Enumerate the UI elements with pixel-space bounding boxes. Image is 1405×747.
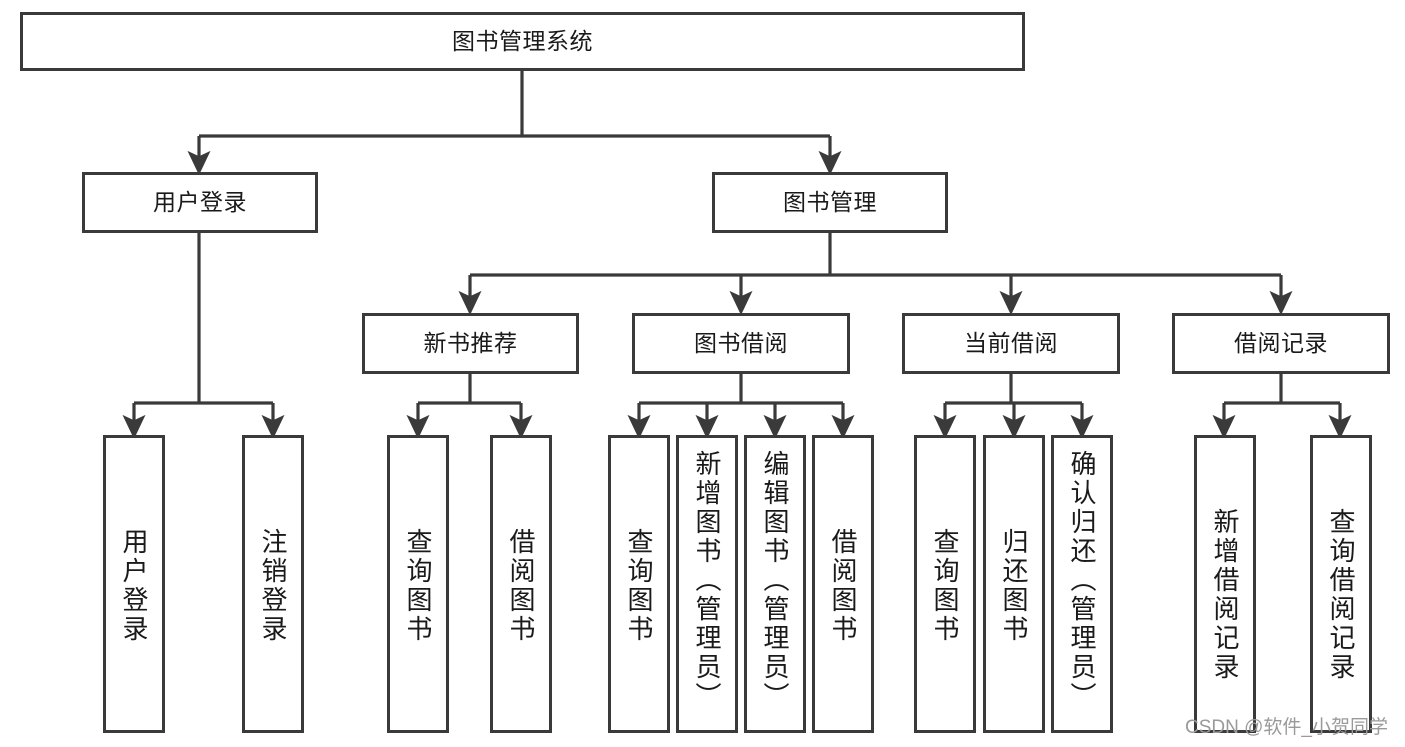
node-label: 归还图书 <box>999 528 1029 644</box>
node-label: 新增借阅记录 <box>1210 508 1240 682</box>
leaf-current-borrow-2[interactable]: 确认归还（管理员） <box>1051 435 1113 733</box>
node-label: 编辑图书（管理员） <box>760 450 790 711</box>
node-label: 确认归还（管理员） <box>1067 450 1097 711</box>
leaf-borrow-record-0[interactable]: 新增借阅记录 <box>1194 435 1256 733</box>
node-label: 注销登录 <box>258 528 288 644</box>
node-label: 用户登录 <box>153 188 247 215</box>
leaf-current-borrow-1[interactable]: 归还图书 <box>983 435 1045 733</box>
leaf-new-book-recommend-1[interactable]: 借阅图书 <box>490 435 552 733</box>
csdn-watermark: CSDN @软件_小贺同学 <box>1185 717 1388 738</box>
node-label: 新增图书（管理员） <box>692 450 722 711</box>
node-label: 当前借阅 <box>964 329 1058 356</box>
node-label: 查询借阅记录 <box>1326 508 1356 682</box>
node-label: 图书借阅 <box>694 329 788 356</box>
node-label: 图书管理 <box>783 188 877 215</box>
node-label: 用户登录 <box>119 528 149 644</box>
node-label: 借阅记录 <box>1234 329 1328 356</box>
node-root-system[interactable]: 图书管理系统 <box>20 12 1025 71</box>
node-label: 借阅图书 <box>506 528 536 644</box>
node-label: 新书推荐 <box>423 329 518 356</box>
leaf-current-borrow-0[interactable]: 查询图书 <box>914 435 976 733</box>
node-borrow-record[interactable]: 借阅记录 <box>1172 313 1390 374</box>
leaf-new-book-recommend-0[interactable]: 查询图书 <box>387 435 449 733</box>
leaf-user-login-1[interactable]: 注销登录 <box>242 435 304 733</box>
node-label: 借阅图书 <box>828 528 858 644</box>
node-label: 查询图书 <box>624 528 654 644</box>
node-label: 查询图书 <box>403 528 433 644</box>
node-label: 查询图书 <box>930 528 960 644</box>
node-current-borrow[interactable]: 当前借阅 <box>902 313 1120 374</box>
leaf-borrow-record-1[interactable]: 查询借阅记录 <box>1310 435 1372 733</box>
leaf-book-borrow-1[interactable]: 新增图书（管理员） <box>676 435 738 733</box>
node-user-login[interactable]: 用户登录 <box>82 172 318 233</box>
node-book-management[interactable]: 图书管理 <box>712 172 948 233</box>
leaf-book-borrow-0[interactable]: 查询图书 <box>608 435 670 733</box>
leaf-book-borrow-2[interactable]: 编辑图书（管理员） <box>744 435 806 733</box>
node-book-borrow[interactable]: 图书借阅 <box>632 313 850 374</box>
leaf-book-borrow-3[interactable]: 借阅图书 <box>812 435 874 733</box>
leaf-user-login-0[interactable]: 用户登录 <box>103 435 165 733</box>
node-label: 图书管理系统 <box>452 27 593 54</box>
node-new-book-recommend[interactable]: 新书推荐 <box>362 313 579 374</box>
